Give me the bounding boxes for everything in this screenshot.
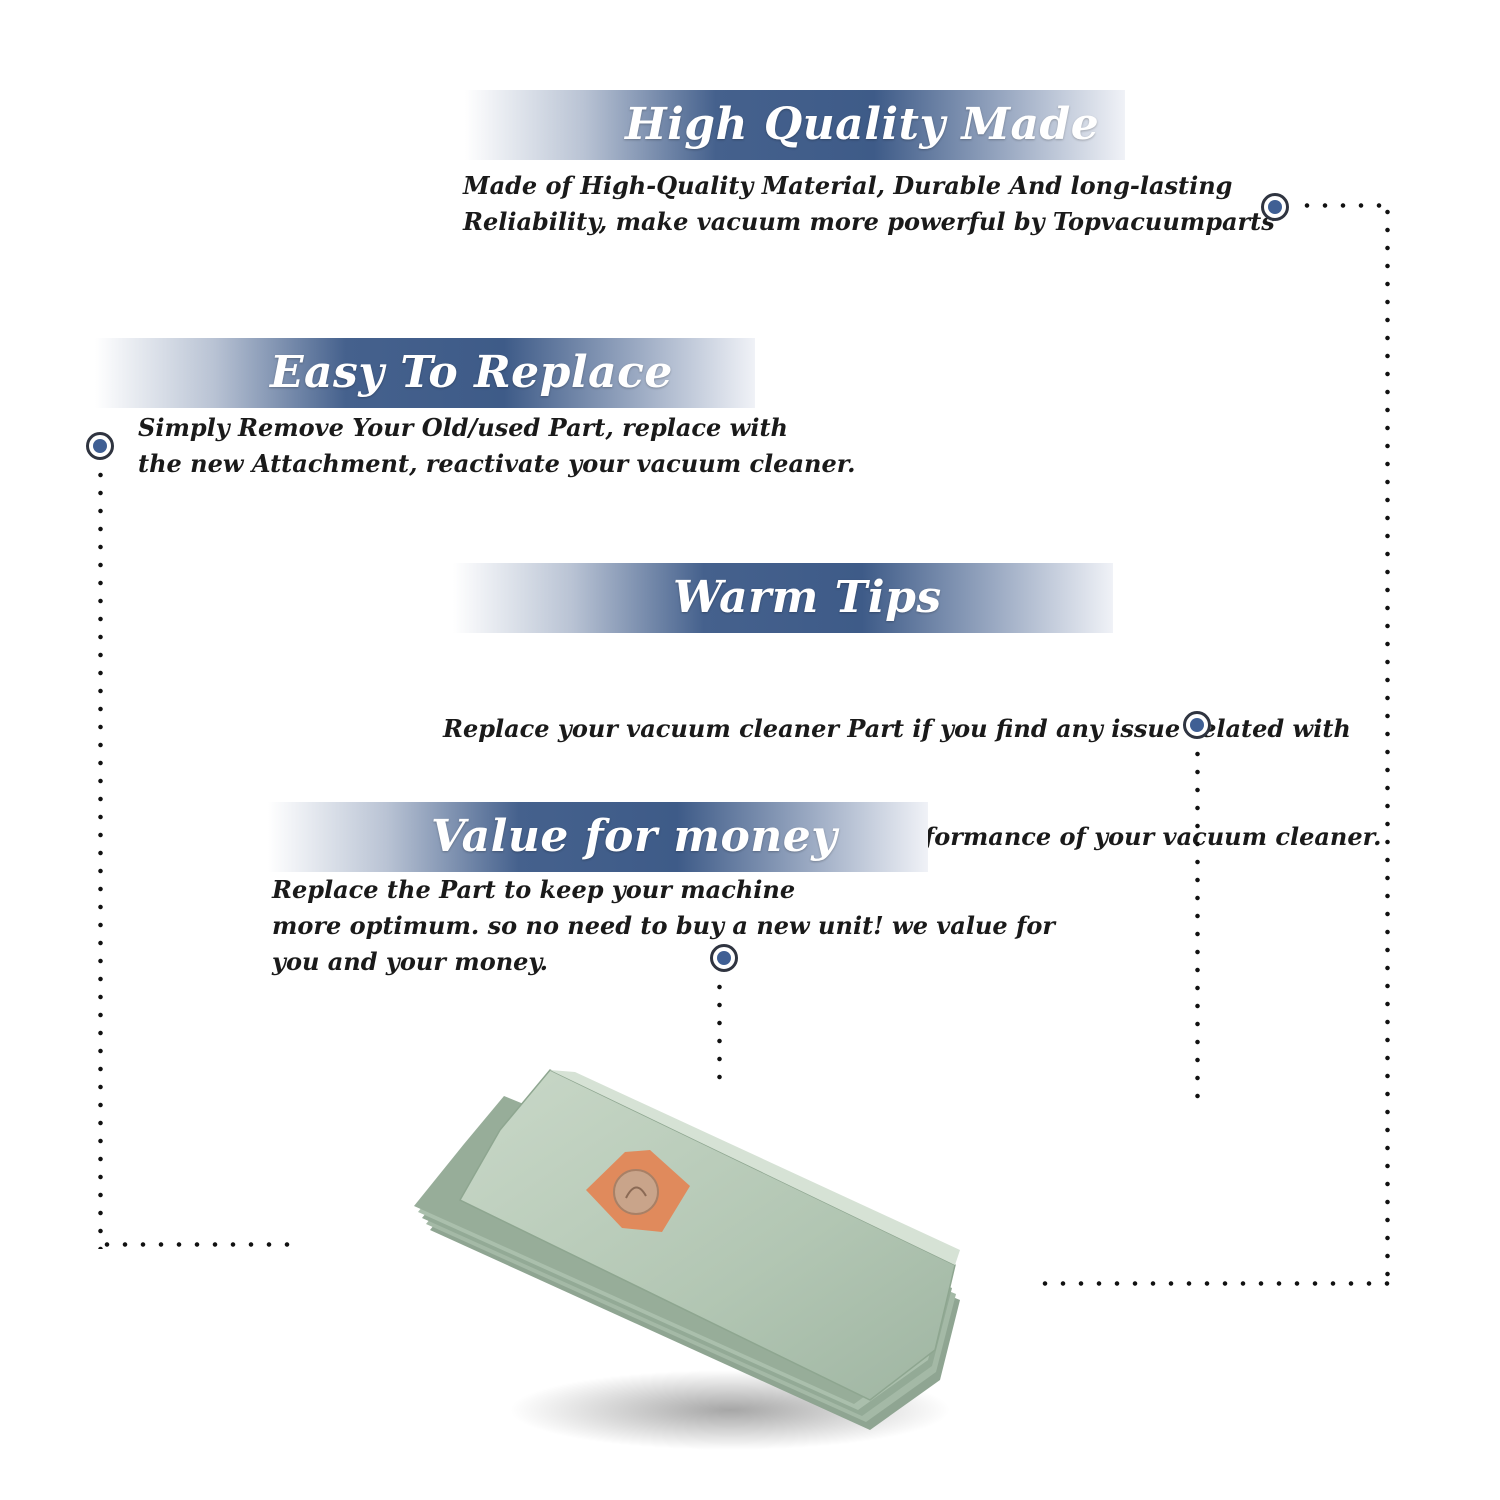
target-dot-icon — [1261, 193, 1289, 221]
connector-line — [98, 466, 103, 1249]
desc-line: Replace the Part to keep your machine — [272, 875, 796, 904]
target-dot-icon — [710, 944, 738, 972]
connector-line — [717, 978, 722, 1090]
feature-banner-high-quality: High Quality Made — [465, 90, 1125, 160]
desc-line: Made of High-Quality Material, Durable A… — [463, 171, 1233, 200]
feature-title-warm-tips: Warm Tips — [673, 572, 942, 623]
feature-title-easy-replace: Easy To Replace — [270, 347, 673, 398]
feature-desc-high-quality: Made of High-Quality Material, Durable A… — [463, 168, 1275, 240]
feature-desc-value: Replace the Part to keep your machine mo… — [272, 872, 1055, 980]
desc-line: Reliability, make vacuum more powerful b… — [463, 207, 1275, 236]
connector-line — [1036, 1281, 1390, 1286]
target-dot-icon — [1183, 711, 1211, 739]
connector-line — [1298, 203, 1390, 208]
feature-banner-easy-replace: Easy To Replace — [95, 338, 755, 408]
desc-line: more optimum. so no need to buy a new un… — [272, 911, 1055, 940]
desc-line: Replace your vacuum cleaner Part if you … — [443, 714, 1351, 743]
desc-line: you and your money. — [272, 947, 548, 976]
feature-banner-value: Value for money — [268, 802, 928, 872]
target-dot-icon — [86, 432, 114, 460]
bag-opening — [613, 1169, 659, 1215]
desc-line: Simply Remove Your Old/used Part, replac… — [138, 413, 788, 442]
connector-line — [1195, 745, 1200, 1105]
vacuum-bag-stack-image — [414, 1069, 960, 1450]
feature-desc-easy-replace: Simply Remove Your Old/used Part, replac… — [138, 410, 856, 482]
connector-line — [1385, 203, 1390, 1288]
feature-banner-warm-tips: Warm Tips — [453, 563, 1113, 633]
connector-line — [98, 1242, 300, 1247]
bag-fold — [550, 1070, 960, 1265]
feature-title-high-quality: High Quality Made — [625, 99, 1100, 150]
desc-line: the new Attachment, reactivate your vacu… — [138, 449, 856, 478]
feature-title-value: Value for money — [431, 811, 838, 862]
